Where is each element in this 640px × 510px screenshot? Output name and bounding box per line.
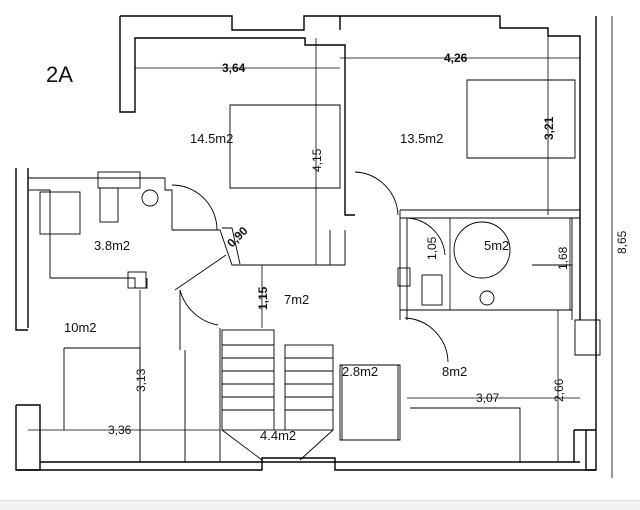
room-area-bedroom-large: 14.5m2 <box>190 131 233 146</box>
room-area-closet: 2.8m2 <box>342 364 378 379</box>
room-area-bedroom-left: 10m2 <box>64 320 97 335</box>
dim-right-bed-height: 2,66 <box>552 378 566 402</box>
bottom-strip <box>0 500 640 510</box>
dim-overall-height: 8,65 <box>615 230 629 254</box>
unit-label: 2A <box>46 62 73 87</box>
door-swings <box>171 171 449 363</box>
dim-right-bed-width: 3,07 <box>476 391 500 405</box>
outer-walls <box>15 15 597 471</box>
room-area-bedroom-medium: 13.5m2 <box>400 131 443 146</box>
dim-left-room-depth: 4,15 <box>310 148 324 172</box>
interior-walls <box>28 79 601 462</box>
dim-bath-height: 1,05 <box>425 236 439 260</box>
dim-bath-right-height: 1,68 <box>556 246 570 270</box>
room-area-stair: 4.4m2 <box>260 428 296 443</box>
dim-right-room-height: 3,21 <box>542 116 556 140</box>
room-area-bathroom-right: 5m2 <box>484 238 509 253</box>
dimension-lines <box>28 16 613 478</box>
dim-top-right-width: 4,26 <box>444 51 468 65</box>
dim-top-left-width: 3,64 <box>222 61 246 75</box>
dim-door-width: 0,90 <box>224 223 251 250</box>
dim-hall-width: 1,15 <box>256 286 270 310</box>
room-area-hall: 7m2 <box>284 292 309 307</box>
fixtures <box>39 171 511 441</box>
room-area-bathroom-left: 3.8m2 <box>94 238 130 253</box>
staircase <box>221 329 334 461</box>
room-area-bedroom-right: 8m2 <box>442 364 467 379</box>
dim-left-bed-height: 3,13 <box>134 368 148 392</box>
dim-left-bed-width: 3,36 <box>108 423 132 437</box>
